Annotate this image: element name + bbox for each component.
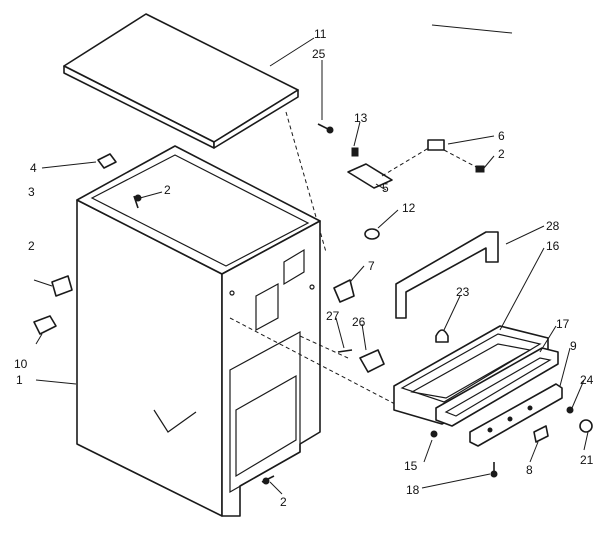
callout-23: 23	[456, 285, 470, 299]
callout-10: 10	[14, 357, 28, 371]
callout-1: 1	[16, 373, 23, 387]
callout-28: 28	[546, 219, 560, 233]
callout-4: 4	[30, 161, 37, 175]
switch-7	[333, 279, 355, 303]
callout-labels: 11 25 13 6 2 5 12 4 3 2 28 16 2 7 23 27 …	[14, 27, 594, 509]
plate-9	[469, 383, 563, 447]
hinge-bracket	[347, 139, 485, 189]
cabinet-body	[76, 145, 396, 517]
small-parts	[533, 406, 593, 443]
callout-3: 3	[28, 185, 35, 199]
callout-15: 15	[404, 459, 418, 473]
callout-21: 21	[580, 453, 594, 467]
leader-lines	[35, 37, 589, 495]
callout-2-left: 2	[28, 239, 35, 253]
callout-12: 12	[402, 201, 416, 215]
callout-24: 24	[580, 373, 594, 387]
callout-5: 5	[382, 181, 389, 195]
callout-6: 6	[498, 129, 505, 143]
callout-13: 13	[354, 111, 368, 125]
callout-18: 18	[406, 483, 420, 497]
callout-8: 8	[526, 463, 533, 477]
callout-25: 25	[312, 47, 326, 61]
callout-2-top-right: 2	[498, 147, 505, 161]
part-23	[435, 329, 449, 343]
header-rule	[431, 24, 513, 34]
callout-7: 7	[368, 259, 375, 273]
handle-28	[395, 231, 499, 319]
top-lid	[63, 13, 327, 253]
bracket-3	[33, 275, 73, 297]
callout-26: 26	[352, 315, 366, 329]
clip-4	[97, 153, 117, 169]
callout-17: 17	[556, 317, 570, 331]
callout-9: 9	[570, 339, 577, 353]
callout-27: 27	[326, 309, 340, 323]
part-10	[33, 315, 57, 345]
part-26	[359, 349, 385, 373]
knob-12	[364, 228, 380, 240]
callout-11: 11	[314, 27, 327, 41]
callout-2-inner: 2	[164, 183, 171, 197]
callout-2-bottom: 2	[280, 495, 287, 509]
callout-16: 16	[546, 239, 560, 253]
